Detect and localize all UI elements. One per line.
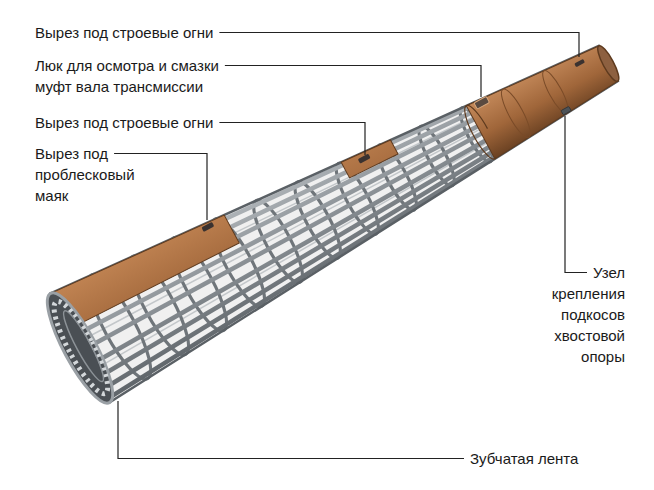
leader-line bbox=[219, 123, 365, 156]
callout-label: Вырез под проблесковый маяк bbox=[35, 143, 150, 206]
leader-line bbox=[118, 401, 464, 459]
leader-line bbox=[219, 33, 579, 58]
cutout bbox=[574, 59, 585, 67]
leader-line bbox=[565, 116, 587, 273]
leader-line bbox=[114, 154, 207, 221]
inspection-hatch bbox=[474, 96, 490, 109]
skin-sleeve bbox=[466, 37, 622, 159]
callout-label: Вырез под строевые огни bbox=[35, 22, 213, 43]
callout-label: Зубчатая лента bbox=[470, 448, 578, 469]
callout-label: Вырез под строевые огни bbox=[35, 112, 213, 133]
leader-line bbox=[225, 66, 481, 98]
cutout bbox=[201, 222, 214, 232]
inner-frame bbox=[58, 308, 108, 385]
strut-fitting bbox=[561, 106, 571, 115]
callout-label: Узел крепления подкосов хвостовой опоры bbox=[537, 262, 625, 367]
sleeve-seam bbox=[459, 102, 501, 162]
sleeve-seam bbox=[497, 86, 535, 141]
sleeve-seam bbox=[538, 68, 572, 117]
callout-label: Люк для осмотра и смазки муфт вала транс… bbox=[35, 55, 240, 97]
toothed-band bbox=[46, 296, 116, 399]
cutout bbox=[358, 154, 371, 164]
skin-panel bbox=[341, 137, 398, 180]
boom-end bbox=[594, 43, 622, 83]
boom-opening bbox=[37, 286, 124, 410]
